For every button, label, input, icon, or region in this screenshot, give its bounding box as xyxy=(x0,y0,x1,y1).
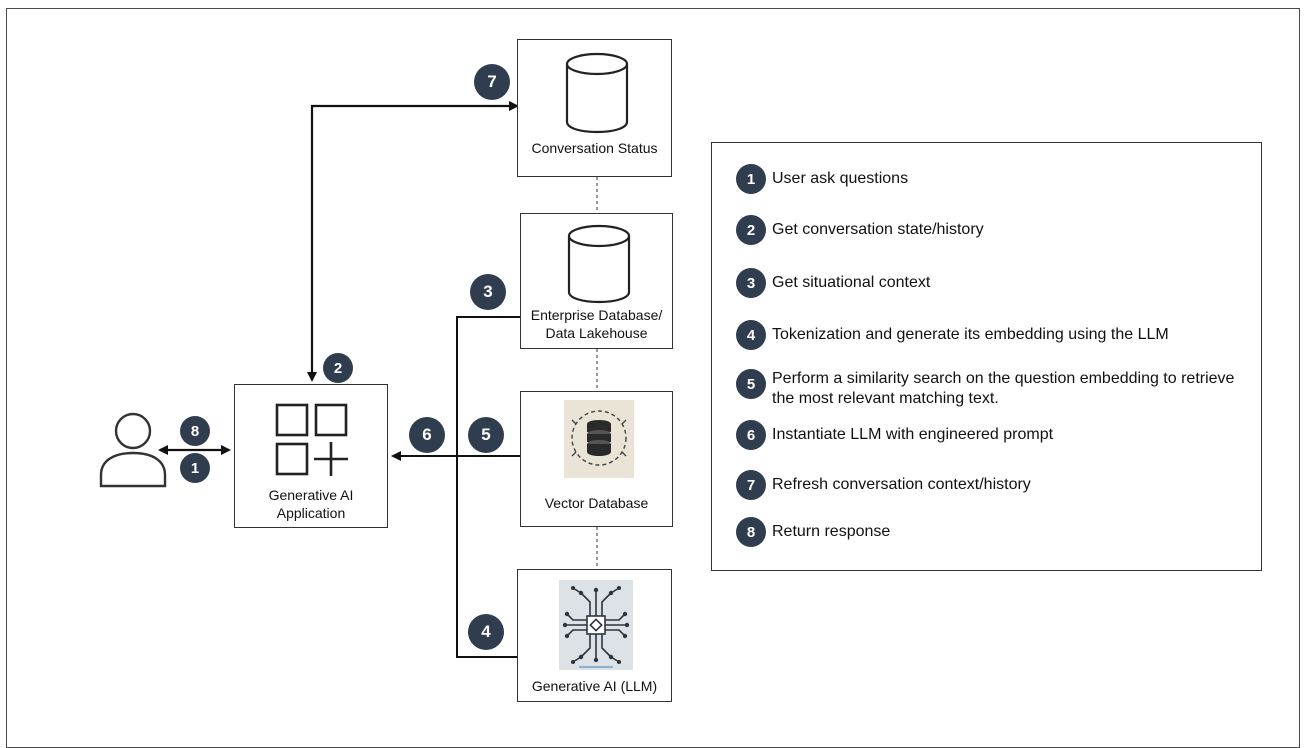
arrow-app-conversation xyxy=(307,101,519,382)
legend-badge: 5 xyxy=(736,369,766,399)
step-badge-1: 1 xyxy=(180,453,210,483)
legend-text: Return response xyxy=(772,523,891,540)
enterprise-database-node: Enterprise Database/ Data Lakehouse xyxy=(520,213,673,349)
app-label-line1: Generative AI xyxy=(268,487,354,503)
legend-item: 7 Refresh conversation context/history xyxy=(736,470,1031,500)
enterprise-db-label-line2: Data Lakehouse xyxy=(545,325,648,341)
user-icon xyxy=(99,412,167,488)
vector-database-icon xyxy=(564,400,634,478)
legend-item: 1 User ask questions xyxy=(736,164,908,194)
legend-item: 5 Perform a similarity search on the que… xyxy=(736,369,1242,409)
legend-text: Get conversation state/history xyxy=(772,221,984,238)
enterprise-db-label-line1: Enterprise Database/ xyxy=(530,307,663,323)
step-badge-4: 4 xyxy=(468,614,504,650)
database-icon xyxy=(565,52,629,134)
app-grid-icon xyxy=(275,403,348,476)
legend-text: Tokenization and generate its embedding … xyxy=(772,326,1169,343)
llm-node: Generative AI (LLM) xyxy=(517,569,672,702)
step-badge-7: 7 xyxy=(474,64,510,100)
legend-text: User ask questions xyxy=(772,170,909,187)
legend-item: 3 Get situational context xyxy=(736,268,930,298)
legend-item: 6 Instantiate LLM with engineered prompt xyxy=(736,420,1053,450)
legend-badge: 8 xyxy=(736,517,766,547)
legend-text: Instantiate LLM with engineered prompt xyxy=(772,426,1054,443)
legend-badge: 2 xyxy=(736,215,766,245)
conversation-status-label: Conversation Status xyxy=(531,140,658,156)
step-badge-5: 5 xyxy=(468,417,504,453)
connector-enterprise-db xyxy=(456,316,520,658)
legend-item: 2 Get conversation state/history xyxy=(736,215,984,245)
database-icon xyxy=(567,224,631,304)
step-badge-6: 6 xyxy=(409,417,445,453)
step-badge-8: 8 xyxy=(180,416,210,446)
step-badge-3: 3 xyxy=(470,274,506,310)
legend-text: Get situational context xyxy=(772,274,931,291)
legend-text: Perform a similarity search on the quest… xyxy=(772,370,1235,407)
generative-ai-application-node: Generative AI Application xyxy=(234,384,388,528)
legend-text: Refresh conversation context/history xyxy=(772,476,1031,493)
legend-badge: 6 xyxy=(736,420,766,450)
legend-badge: 1 xyxy=(736,164,766,194)
legend-badge: 3 xyxy=(736,268,766,298)
vector-database-node: Vector Database xyxy=(520,391,673,527)
legend-item: 4 Tokenization and generate its embeddin… xyxy=(736,320,1169,350)
app-label-line2: Application xyxy=(276,505,346,521)
connector-layer xyxy=(158,101,598,658)
legend-box: 1 User ask questions 2 Get conversation … xyxy=(711,142,1262,571)
conversation-status-node: Conversation Status xyxy=(517,39,672,177)
legend-item: 8 Return response xyxy=(736,517,890,547)
circuit-chip-icon xyxy=(559,580,633,670)
legend-badge: 7 xyxy=(736,470,766,500)
legend-badge: 4 xyxy=(736,320,766,350)
llm-label: Generative AI (LLM) xyxy=(531,678,658,694)
vector-database-label: Vector Database xyxy=(544,495,649,511)
step-badge-2: 2 xyxy=(323,353,353,383)
